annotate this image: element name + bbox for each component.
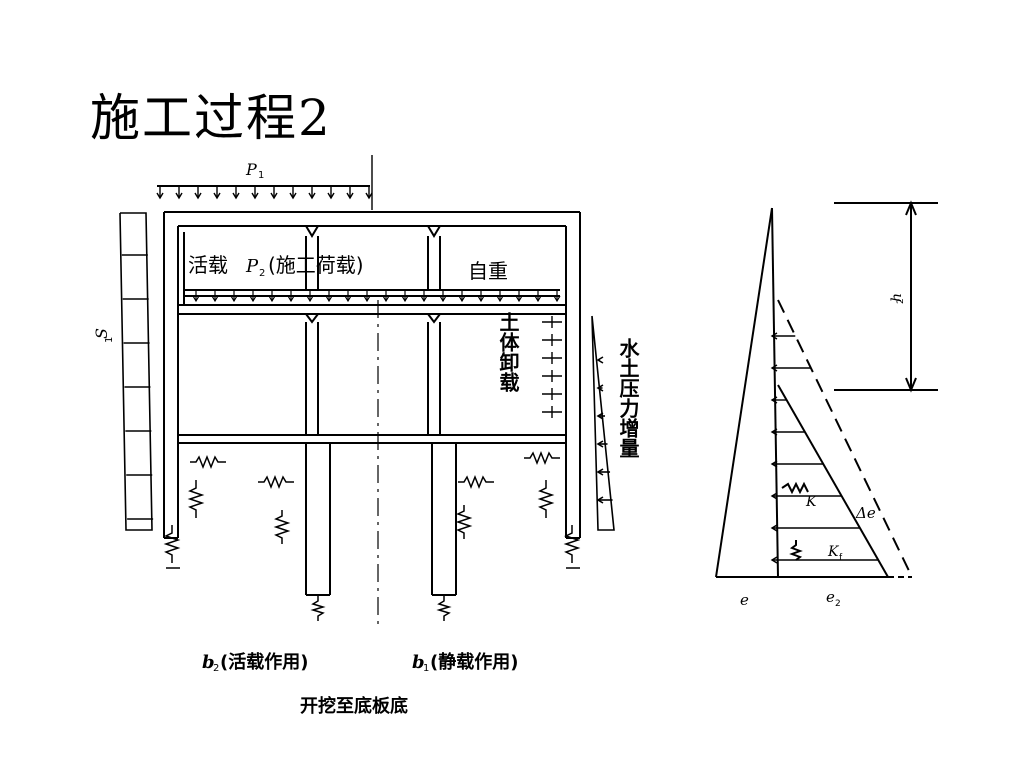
label-kf: K (827, 544, 840, 560)
label-soil-unload: 土体卸载 (496, 312, 520, 393)
label-h2-sub: 2 (896, 298, 906, 304)
label-k: K (805, 494, 818, 510)
label-p2-sub: 2 (259, 268, 265, 279)
live-load-box (183, 232, 561, 305)
label-b2: b (202, 652, 215, 673)
piles (305, 443, 457, 596)
label-p1: P (245, 160, 257, 179)
label-bottom-caption: 开挖至底板底 (300, 695, 408, 717)
label-self-weight: 自重 (468, 259, 508, 283)
inner-columns (305, 236, 441, 435)
soil-unload-arrows (542, 316, 562, 418)
label-s1: S (92, 328, 111, 339)
label-s1-sub: 1 (104, 337, 115, 343)
earth-pressure-diagram (715, 200, 938, 578)
label-b2-caption: (活载作用) (220, 651, 308, 673)
label-live-load: 活载 (188, 253, 228, 277)
label-b1: b (412, 652, 425, 673)
middle-slab (178, 304, 566, 324)
label-b1-sub: 1 (423, 663, 429, 674)
slide-title: 施工过程2 (90, 89, 332, 147)
label-kf-sub: f (839, 553, 843, 563)
label-h2: h (889, 293, 905, 302)
label-p1-sub: 1 (258, 170, 264, 181)
water-pressure-triangle (591, 315, 615, 531)
bottom-slab (178, 434, 566, 444)
label-e2-sub: 2 (835, 599, 841, 609)
top-load-p1 (156, 185, 373, 200)
label-construction-load: (施工荷载) (268, 253, 364, 277)
springs (163, 450, 581, 621)
label-e: e (740, 591, 749, 609)
label-delta-e: Δe (855, 504, 876, 522)
label-e2: e (826, 588, 835, 606)
label-water-pressure: 水土压力增量 (616, 338, 640, 458)
label-p2: P (245, 256, 259, 277)
settlement-strip (119, 212, 154, 531)
label-b1-caption: (静载作用) (430, 651, 518, 673)
label-b2-sub: 2 (213, 663, 219, 674)
diagram-labels: P 1 S 1 活载 P 2 (施工荷载) 自重 土体卸载 水土压力增量 b 2… (92, 160, 906, 717)
